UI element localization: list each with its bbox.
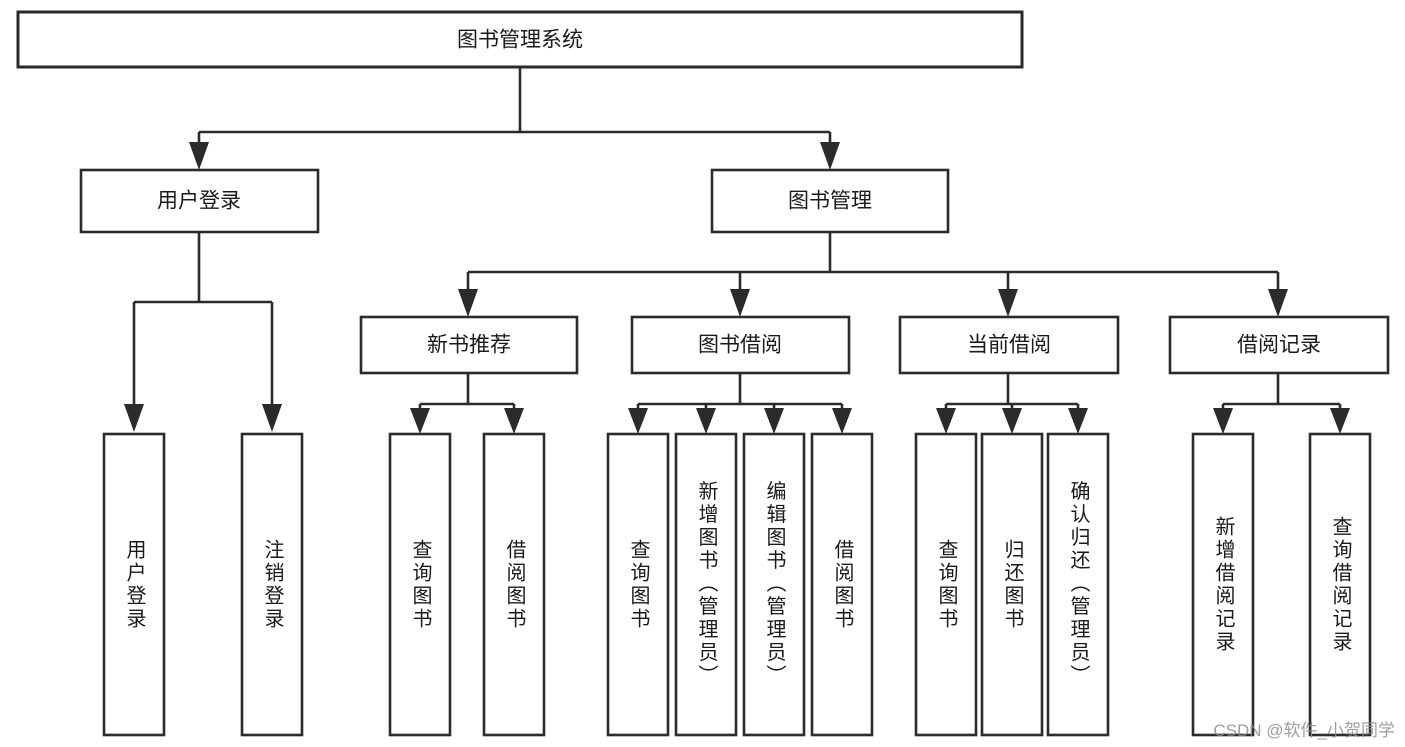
node-book-borrow-box[interactable] <box>630 315 851 375</box>
node-borrow-record-label: 借阅记录 <box>1237 334 1321 357</box>
leaf-node-add-book[interactable]: 新增图书（管理员） <box>674 432 738 737</box>
leaf-node-borrow-book-1[interactable]: 借阅图书 <box>482 432 546 737</box>
leaf-node-add-record[interactable]: 新增借阅记录 <box>1191 432 1255 737</box>
node-book-borrow[interactable]: 图书借阅 <box>630 315 851 375</box>
arrow-head-leaf-edit-book <box>764 408 784 434</box>
leaf-confirm-return-box[interactable] <box>1046 432 1110 737</box>
arrow-head-current-borrow <box>998 289 1018 317</box>
leaf-node-borrow-book-2[interactable]: 借阅图书 <box>810 432 874 737</box>
node-borrow-record[interactable]: 借阅记录 <box>1168 315 1390 375</box>
node-book-borrow-label: 图书借阅 <box>698 334 782 357</box>
leaf-user-login-label: 用户登录 <box>123 539 146 631</box>
leaf-query-book-3-label: 查询图书 <box>935 539 958 631</box>
leaf-edit-book-label: 编辑图书（管理员） <box>763 480 786 687</box>
node-new-book-recommend-label: 新书推荐 <box>427 334 511 357</box>
node-root-label: 图书管理系统 <box>457 29 583 52</box>
arrow-head-leaf-borrow-book-2 <box>832 408 852 434</box>
arrow-head-borrow-record <box>1268 289 1288 317</box>
node-current-borrow[interactable]: 当前借阅 <box>898 315 1120 375</box>
arrow-head-leaf-add-book <box>696 408 716 434</box>
node-current-borrow-box[interactable] <box>898 315 1120 375</box>
leaf-borrow-book-1-label: 借阅图书 <box>503 539 526 631</box>
leaf-borrow-book-2-label: 借阅图书 <box>831 539 854 631</box>
arrow-head-leaf-query-book-2 <box>628 408 648 434</box>
leaf-query-book-2-box[interactable] <box>606 432 670 737</box>
leaf-node-query-record[interactable]: 查询借阅记录 <box>1308 432 1372 737</box>
arrow-head-user-login <box>189 142 209 170</box>
leaf-query-book-1-label: 查询图书 <box>409 539 432 631</box>
node-new-book-recommend-box[interactable] <box>359 315 579 375</box>
leaf-borrow-book-2-box[interactable] <box>810 432 874 737</box>
node-root[interactable]: 图书管理系统 <box>16 10 1024 69</box>
leaf-node-query-book-3[interactable]: 查询图书 <box>914 432 978 737</box>
node-book-manage-label: 图书管理 <box>788 190 872 213</box>
node-current-borrow-label: 当前借阅 <box>967 334 1051 357</box>
leaf-borrow-book-1-box[interactable] <box>482 432 546 737</box>
leaf-node-query-book-2[interactable]: 查询图书 <box>606 432 670 737</box>
leaf-add-record-label: 新增借阅记录 <box>1212 516 1235 654</box>
leaf-query-book-2-label: 查询图书 <box>627 539 650 631</box>
node-root-box[interactable] <box>16 10 1024 69</box>
leaf-query-book-1-box[interactable] <box>388 432 452 737</box>
arrow-head-book-manage <box>820 142 840 170</box>
leaf-query-record-label: 查询借阅记录 <box>1329 516 1352 654</box>
leaf-query-record-box[interactable] <box>1308 432 1372 737</box>
arrow-head-leaf-query-record <box>1330 408 1350 434</box>
node-user-login-box[interactable] <box>79 168 320 234</box>
leaf-return-book-label: 归还图书 <box>1001 539 1024 631</box>
node-new-book-recommend[interactable]: 新书推荐 <box>359 315 579 375</box>
arrow-head-leaf-user-login <box>124 404 144 432</box>
leaf-user-logout-box[interactable] <box>240 432 304 737</box>
arrow-head-leaf-return-book <box>1002 408 1022 434</box>
node-user-login[interactable]: 用户登录 <box>79 168 320 234</box>
arrow-head-leaf-borrow-book-1 <box>504 408 524 434</box>
arrow-head-new-book-recommend <box>458 289 478 317</box>
arrow-head-leaf-query-book-1 <box>410 408 430 434</box>
leaf-node-user-logout[interactable]: 注销登录 <box>240 432 304 737</box>
connector-layer <box>124 67 1350 434</box>
leaf-add-record-box[interactable] <box>1191 432 1255 737</box>
node-borrow-record-box[interactable] <box>1168 315 1390 375</box>
leaf-node-confirm-return[interactable]: 确认归还（管理员） <box>1046 432 1110 737</box>
leaf-confirm-return-label: 确认归还（管理员） <box>1067 480 1090 687</box>
leaf-user-login-box[interactable] <box>102 432 166 737</box>
leaf-add-book-box[interactable] <box>674 432 738 737</box>
leaf-node-user-login[interactable]: 用户登录 <box>102 432 166 737</box>
leaf-node-return-book[interactable]: 归还图书 <box>980 432 1044 737</box>
leaf-return-book-box[interactable] <box>980 432 1044 737</box>
node-book-manage-box[interactable] <box>710 168 950 234</box>
node-book-manage[interactable]: 图书管理 <box>710 168 950 234</box>
leaf-query-book-3-box[interactable] <box>914 432 978 737</box>
leaf-add-book-label: 新增图书（管理员） <box>695 480 718 687</box>
node-user-login-label: 用户登录 <box>157 190 241 213</box>
leaf-node-query-book-1[interactable]: 查询图书 <box>388 432 452 737</box>
leaf-node-edit-book[interactable]: 编辑图书（管理员） <box>742 432 806 737</box>
arrow-head-book-borrow <box>730 289 750 317</box>
arrow-head-leaf-confirm-return <box>1068 408 1088 434</box>
arrow-head-leaf-user-logout <box>262 404 282 432</box>
leaf-edit-book-box[interactable] <box>742 432 806 737</box>
arrow-head-leaf-query-book-3 <box>936 408 956 434</box>
leaf-user-logout-label: 注销登录 <box>261 539 284 631</box>
arrow-head-leaf-add-record <box>1213 408 1233 434</box>
